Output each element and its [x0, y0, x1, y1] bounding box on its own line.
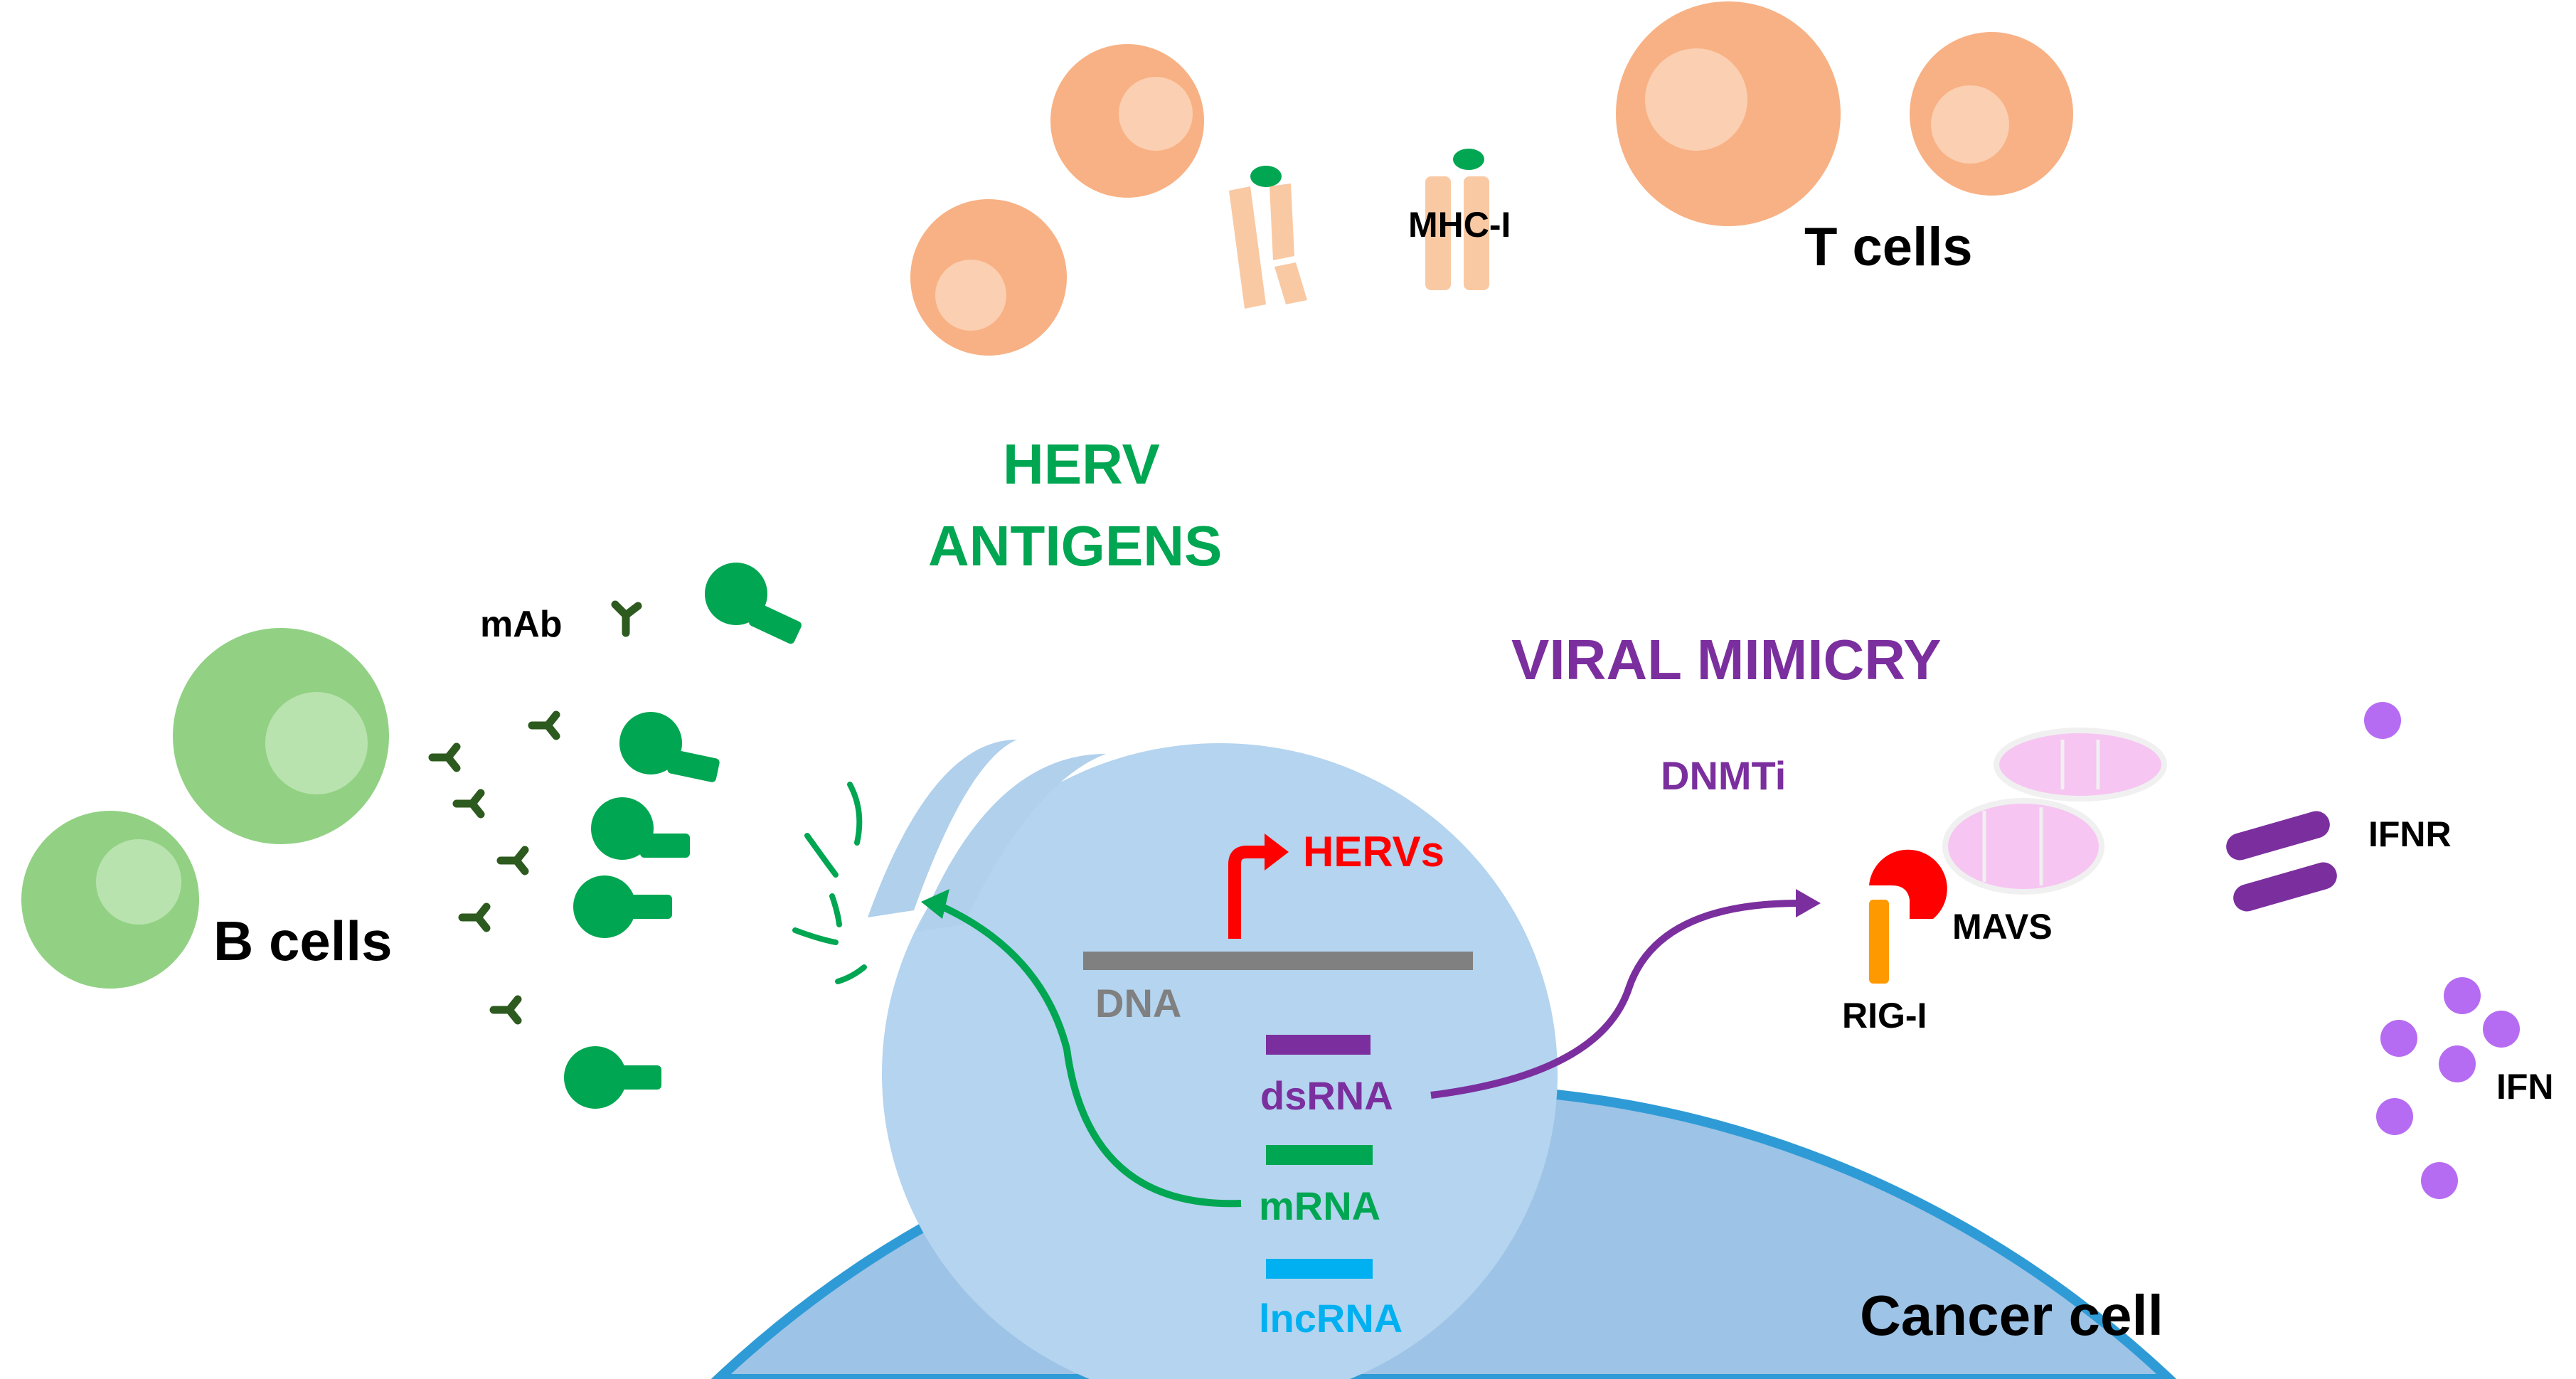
ifn-molecule-icon [2376, 1098, 2413, 1135]
label-lncrna: lncRNA [1259, 1296, 1403, 1341]
rig-i-icon [1869, 900, 1889, 984]
dsrna-to-mavs-arrow [1430, 900, 1800, 1099]
label-rig-i: RIG-I [1842, 996, 1927, 1035]
lncrna-bar [1266, 1259, 1373, 1279]
antibody-icon [496, 846, 529, 875]
herv-antigen-icon [591, 797, 690, 860]
label-herv-antigens-2: ANTIGENS [928, 514, 1222, 577]
label-dna: DNA [1095, 981, 1181, 1026]
mhc-i-receptor-icon [1425, 149, 1489, 290]
herv-antigen-icon [619, 712, 720, 782]
mrna-arrowhead [921, 889, 949, 919]
herv-antigen-icon [564, 1046, 661, 1109]
nucleus [882, 743, 1558, 1379]
antibody-icon [528, 710, 560, 740]
b-cells-group [21, 628, 389, 989]
mrna-bar [1266, 1145, 1373, 1165]
mrna-to-antigen-arrow [940, 903, 1242, 1208]
label-mavs: MAVS [1952, 907, 2053, 947]
label-cancer-cell: Cancer cell [1860, 1284, 2163, 1347]
endoplasmic-reticulum [868, 740, 1106, 932]
hervs-transcription-arrow [1228, 846, 1266, 939]
b-cell-icon [173, 628, 389, 844]
label-hervs: HERVs [1303, 828, 1444, 875]
ifn-molecule-icon [2444, 977, 2481, 1014]
dna-bar [1083, 952, 1473, 970]
antibody-icon [458, 903, 491, 932]
herv-antigen-icon [705, 563, 802, 644]
ifn-molecule-icon [2364, 702, 2401, 739]
mrna-fragments [792, 782, 867, 984]
label-b-cells: B cells [213, 910, 392, 972]
ifn-molecule-icon [2483, 1011, 2520, 1048]
label-dsrna: dsRNA [1260, 1073, 1393, 1118]
ifn-receptor-icon [2226, 811, 2337, 912]
dsrna-bar [1266, 1035, 1371, 1055]
antibody-icon [452, 789, 485, 819]
mavs-icon [1869, 849, 1947, 919]
label-dnmti: DNMTi [1661, 753, 1786, 798]
b-cell-icon [21, 811, 199, 989]
antibodies-group [428, 600, 642, 1025]
label-mhc-i: MHC-I [1408, 205, 1511, 245]
label-viral-mimicry: VIRAL MIMICRY [1511, 628, 1941, 691]
ifn-molecule-icon [2439, 1045, 2476, 1082]
ifn-molecule-icon [2421, 1162, 2458, 1199]
dsrna-arrowhead [1796, 889, 1821, 917]
herv-antigens-membrane [564, 563, 802, 1109]
antibody-icon [611, 600, 642, 637]
antibody-icon [489, 995, 522, 1025]
t-cell-icon [1050, 44, 1204, 198]
label-ifn: IFN [2496, 1067, 2554, 1107]
label-herv-antigens-1: HERV [1003, 432, 1160, 496]
t-cells-group [910, 1, 2073, 356]
mitochondrion-icon [1942, 798, 2104, 895]
t-cell-icon [1616, 1, 1841, 226]
t-cell-icon [910, 199, 1067, 356]
antibody-icon [428, 742, 461, 772]
label-mrna: mRNA [1259, 1183, 1380, 1228]
ifn-molecule-icon [2380, 1020, 2417, 1057]
label-t-cells: T cells [1804, 217, 1973, 277]
hervs-arrowhead [1265, 834, 1289, 870]
mitochondrion-icon [1994, 728, 2167, 802]
label-mab: mAb [480, 604, 563, 645]
ifn-molecules [2364, 702, 2520, 1199]
mhc-i-receptor-icon [1229, 166, 1307, 309]
t-cell-icon [1910, 32, 2073, 196]
herv-antigen-icon [573, 875, 672, 938]
label-ifnr: IFNR [2368, 814, 2452, 854]
